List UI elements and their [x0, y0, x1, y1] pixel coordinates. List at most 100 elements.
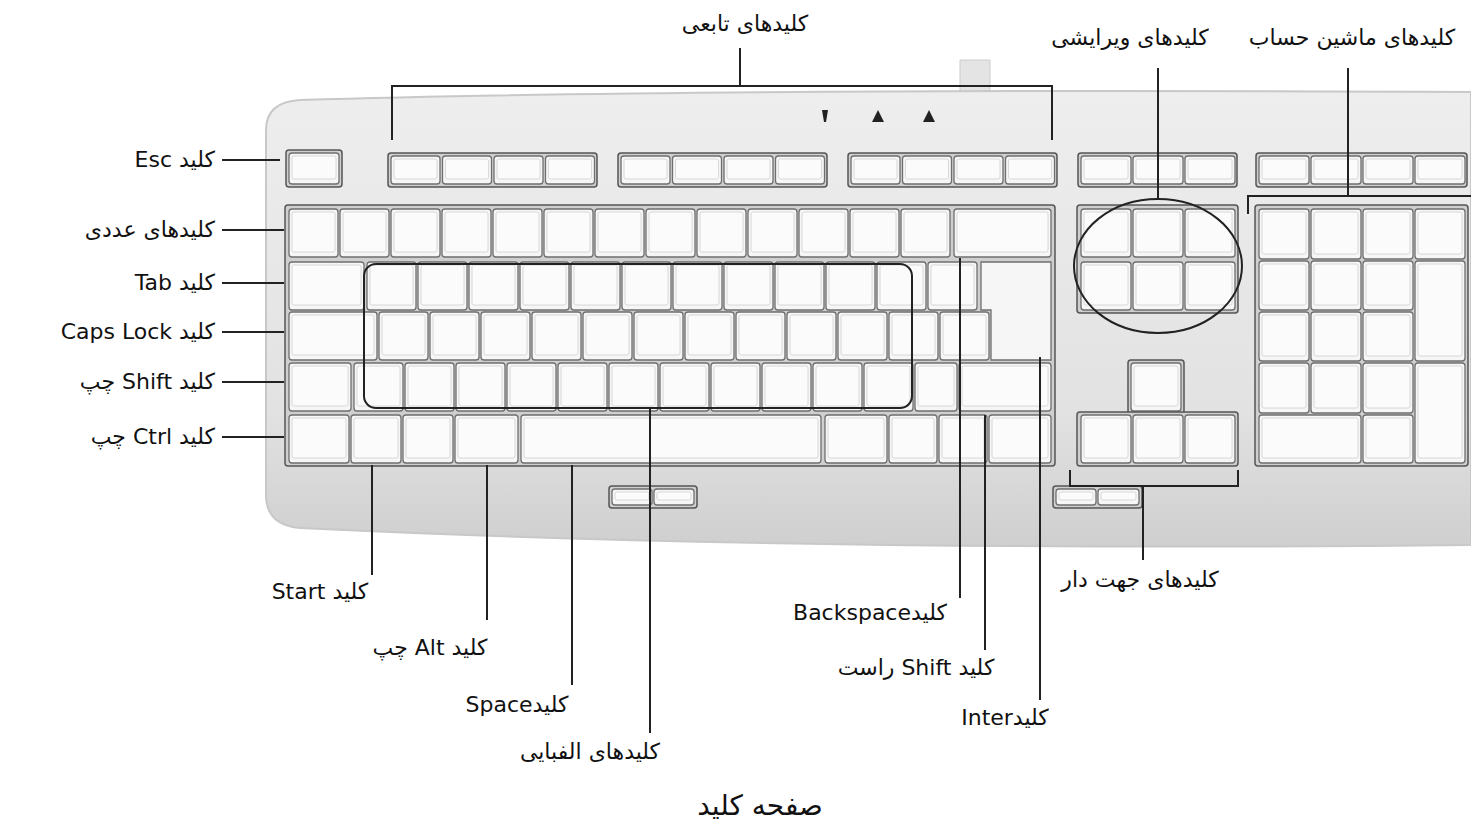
- key-face: [1188, 212, 1232, 252]
- key: [989, 415, 1051, 463]
- key-face: [714, 366, 757, 406]
- key: [521, 415, 821, 463]
- key: [403, 415, 453, 463]
- callout-label: کلیدInter: [961, 705, 1049, 731]
- key-face: [1009, 159, 1052, 179]
- key: [354, 363, 403, 411]
- key: [507, 363, 556, 411]
- key-face: [1314, 212, 1358, 254]
- key-face: [892, 418, 934, 458]
- key: [493, 209, 542, 257]
- key-face: [1314, 315, 1358, 356]
- key-face: [354, 418, 398, 458]
- key: [1133, 209, 1183, 257]
- key-face: [957, 212, 1048, 252]
- key-face: [962, 366, 1048, 406]
- key-frame: [286, 150, 342, 187]
- key: [697, 209, 746, 257]
- key: [1133, 415, 1183, 463]
- key: [609, 363, 658, 411]
- key: [825, 415, 887, 463]
- key-face: [1084, 159, 1128, 179]
- key-frame: [1256, 153, 1467, 187]
- key: [864, 363, 913, 411]
- key-face: [853, 212, 896, 252]
- key-face: [1084, 418, 1128, 458]
- key-face: [1059, 492, 1093, 500]
- key-face: [918, 366, 954, 406]
- key: [1081, 209, 1131, 257]
- callout-label: کلیدهای الفبایی: [520, 739, 660, 765]
- key-face: [1366, 315, 1410, 356]
- callout-label: کلیدهای ویرایشی: [1051, 25, 1209, 51]
- key: [1259, 363, 1309, 413]
- callout-label: کلید Tab: [135, 270, 215, 296]
- key-face: [1136, 265, 1180, 305]
- key: [455, 415, 518, 463]
- key: [1131, 363, 1181, 411]
- key-face: [1418, 366, 1462, 458]
- key: [1056, 489, 1096, 505]
- key-face: [484, 315, 527, 355]
- key-frame: [618, 153, 827, 187]
- key: [289, 363, 351, 411]
- key-face: [778, 265, 821, 305]
- key: [1259, 156, 1309, 184]
- key-face: [292, 366, 348, 406]
- key: [520, 262, 569, 310]
- key-face: [472, 265, 515, 305]
- key: [1259, 415, 1361, 463]
- key-face: [586, 315, 629, 355]
- key-face: [1188, 159, 1232, 179]
- key: [1185, 156, 1235, 184]
- key: [391, 209, 440, 257]
- key-face: [637, 315, 680, 355]
- key: [1363, 415, 1413, 463]
- key-face: [394, 212, 437, 252]
- callout-lines: [222, 48, 1471, 733]
- key: [660, 363, 709, 411]
- key: [1363, 312, 1413, 361]
- key-frame: [1053, 486, 1142, 508]
- key: [1259, 312, 1309, 361]
- key: [443, 156, 492, 184]
- key-face: [657, 492, 691, 500]
- key-face: [292, 265, 361, 305]
- key-frame: [1077, 205, 1238, 313]
- key-face: [433, 315, 476, 355]
- key: [1081, 415, 1131, 463]
- key-face: [1136, 212, 1180, 252]
- key: [442, 209, 491, 257]
- key-face: [292, 418, 346, 458]
- key: [546, 156, 595, 184]
- enter-key: [981, 262, 1051, 360]
- key: [940, 312, 989, 360]
- key: [889, 415, 937, 463]
- key-face: [1418, 159, 1462, 179]
- key: [787, 312, 836, 360]
- key: [877, 262, 926, 310]
- key: [622, 262, 671, 310]
- key: [776, 156, 825, 184]
- key-face: [854, 159, 897, 179]
- key: [340, 209, 389, 257]
- key: [654, 489, 694, 505]
- key-face: [292, 315, 374, 355]
- key: [1311, 312, 1361, 361]
- key-face: [547, 212, 590, 252]
- callout-label: کلیدهای عددی: [85, 217, 215, 243]
- key: [634, 312, 683, 360]
- key-face: [1366, 264, 1410, 305]
- key: [558, 363, 607, 411]
- key: [430, 312, 479, 360]
- key: [901, 209, 950, 257]
- key: [289, 262, 364, 310]
- key: [838, 312, 887, 360]
- key-face: [828, 418, 884, 458]
- key-face: [957, 159, 1000, 179]
- key: [724, 156, 773, 184]
- key: [1081, 156, 1131, 184]
- key: [1006, 156, 1055, 184]
- key-face: [880, 265, 923, 305]
- key-face: [496, 212, 539, 252]
